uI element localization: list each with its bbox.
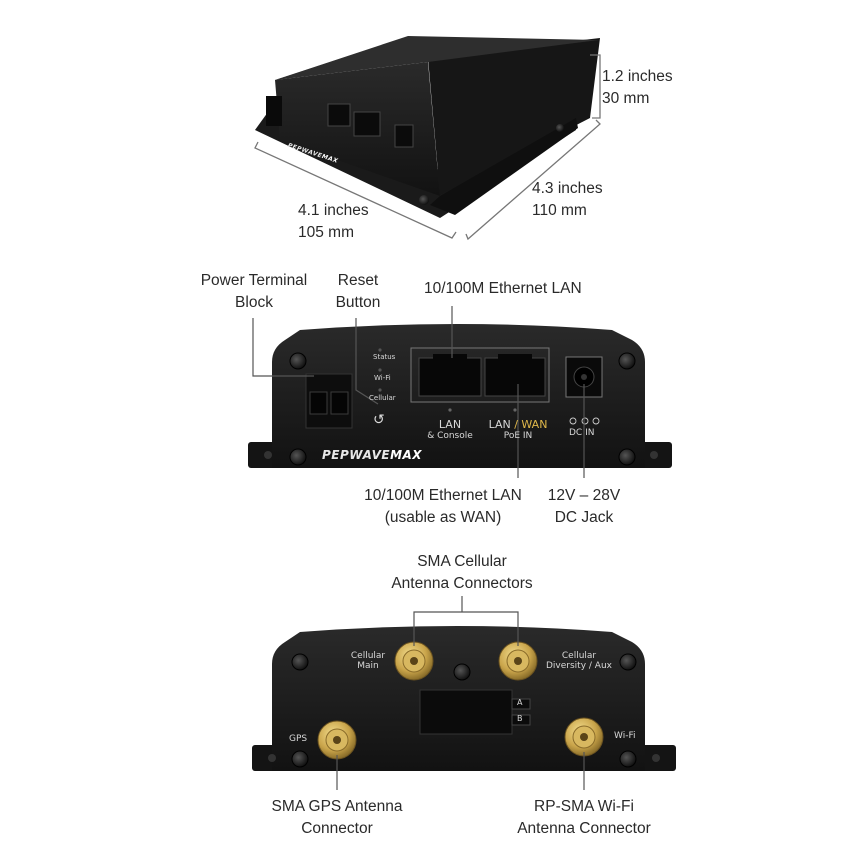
power-terminal-callout: Power Terminal Block: [200, 272, 308, 311]
dc-jack-callout: 12V – 28V DC Jack: [547, 487, 621, 526]
cellular-led-label: Cellular: [369, 394, 396, 402]
gps-antenna-callout: SMA GPS Antenna Connector: [271, 798, 403, 837]
lan-port-label: LAN & Console: [427, 418, 473, 441]
sim-b-label: B: [517, 714, 523, 723]
ethernet-wan-callout: 10/100M Ethernet LAN (usable as WAN): [364, 487, 522, 526]
back-panel: [252, 626, 676, 771]
gps-label: GPS: [289, 734, 308, 744]
depth-dimension-label: 4.3 inches 110 mm: [532, 180, 603, 219]
sma-cellular-main-connector: [394, 641, 434, 681]
front-callout-lines: [252, 306, 585, 478]
ethernet-lan-callout: 10/100M Ethernet LAN: [424, 280, 582, 297]
lan-wan-port-label: LAN / WAN PoE IN: [488, 418, 548, 441]
width-dimension-label: 4.1 inches 105 mm: [298, 202, 369, 241]
sma-cellular-callout: SMA Cellular Antenna Connectors: [391, 553, 533, 592]
status-led-label: Status: [373, 353, 396, 361]
back-callout-lines: [336, 596, 585, 790]
device-3d-view: [255, 36, 600, 218]
sim-a-label: A: [517, 698, 523, 707]
reset-button-callout: Reset Button: [335, 272, 381, 311]
wifi-led-label: Wi-Fi: [374, 374, 391, 382]
sma-gps-connector: [317, 720, 357, 760]
dc-in-label: DC IN: [569, 428, 595, 438]
sma-cellular-aux-connector: [498, 641, 538, 681]
brand-logo: PEPWAVEMAX: [322, 448, 423, 462]
wifi-label: Wi-Fi: [614, 731, 636, 741]
wifi-antenna-callout: RP-SMA Wi-Fi Antenna Connector: [517, 798, 651, 837]
front-panel: [248, 324, 672, 468]
reset-button-icon: ↺: [373, 412, 385, 428]
height-dimension-label: 1.2 inches 30 mm: [602, 68, 673, 107]
rp-sma-wifi-connector: [564, 717, 604, 757]
dimension-lines: [254, 54, 601, 241]
